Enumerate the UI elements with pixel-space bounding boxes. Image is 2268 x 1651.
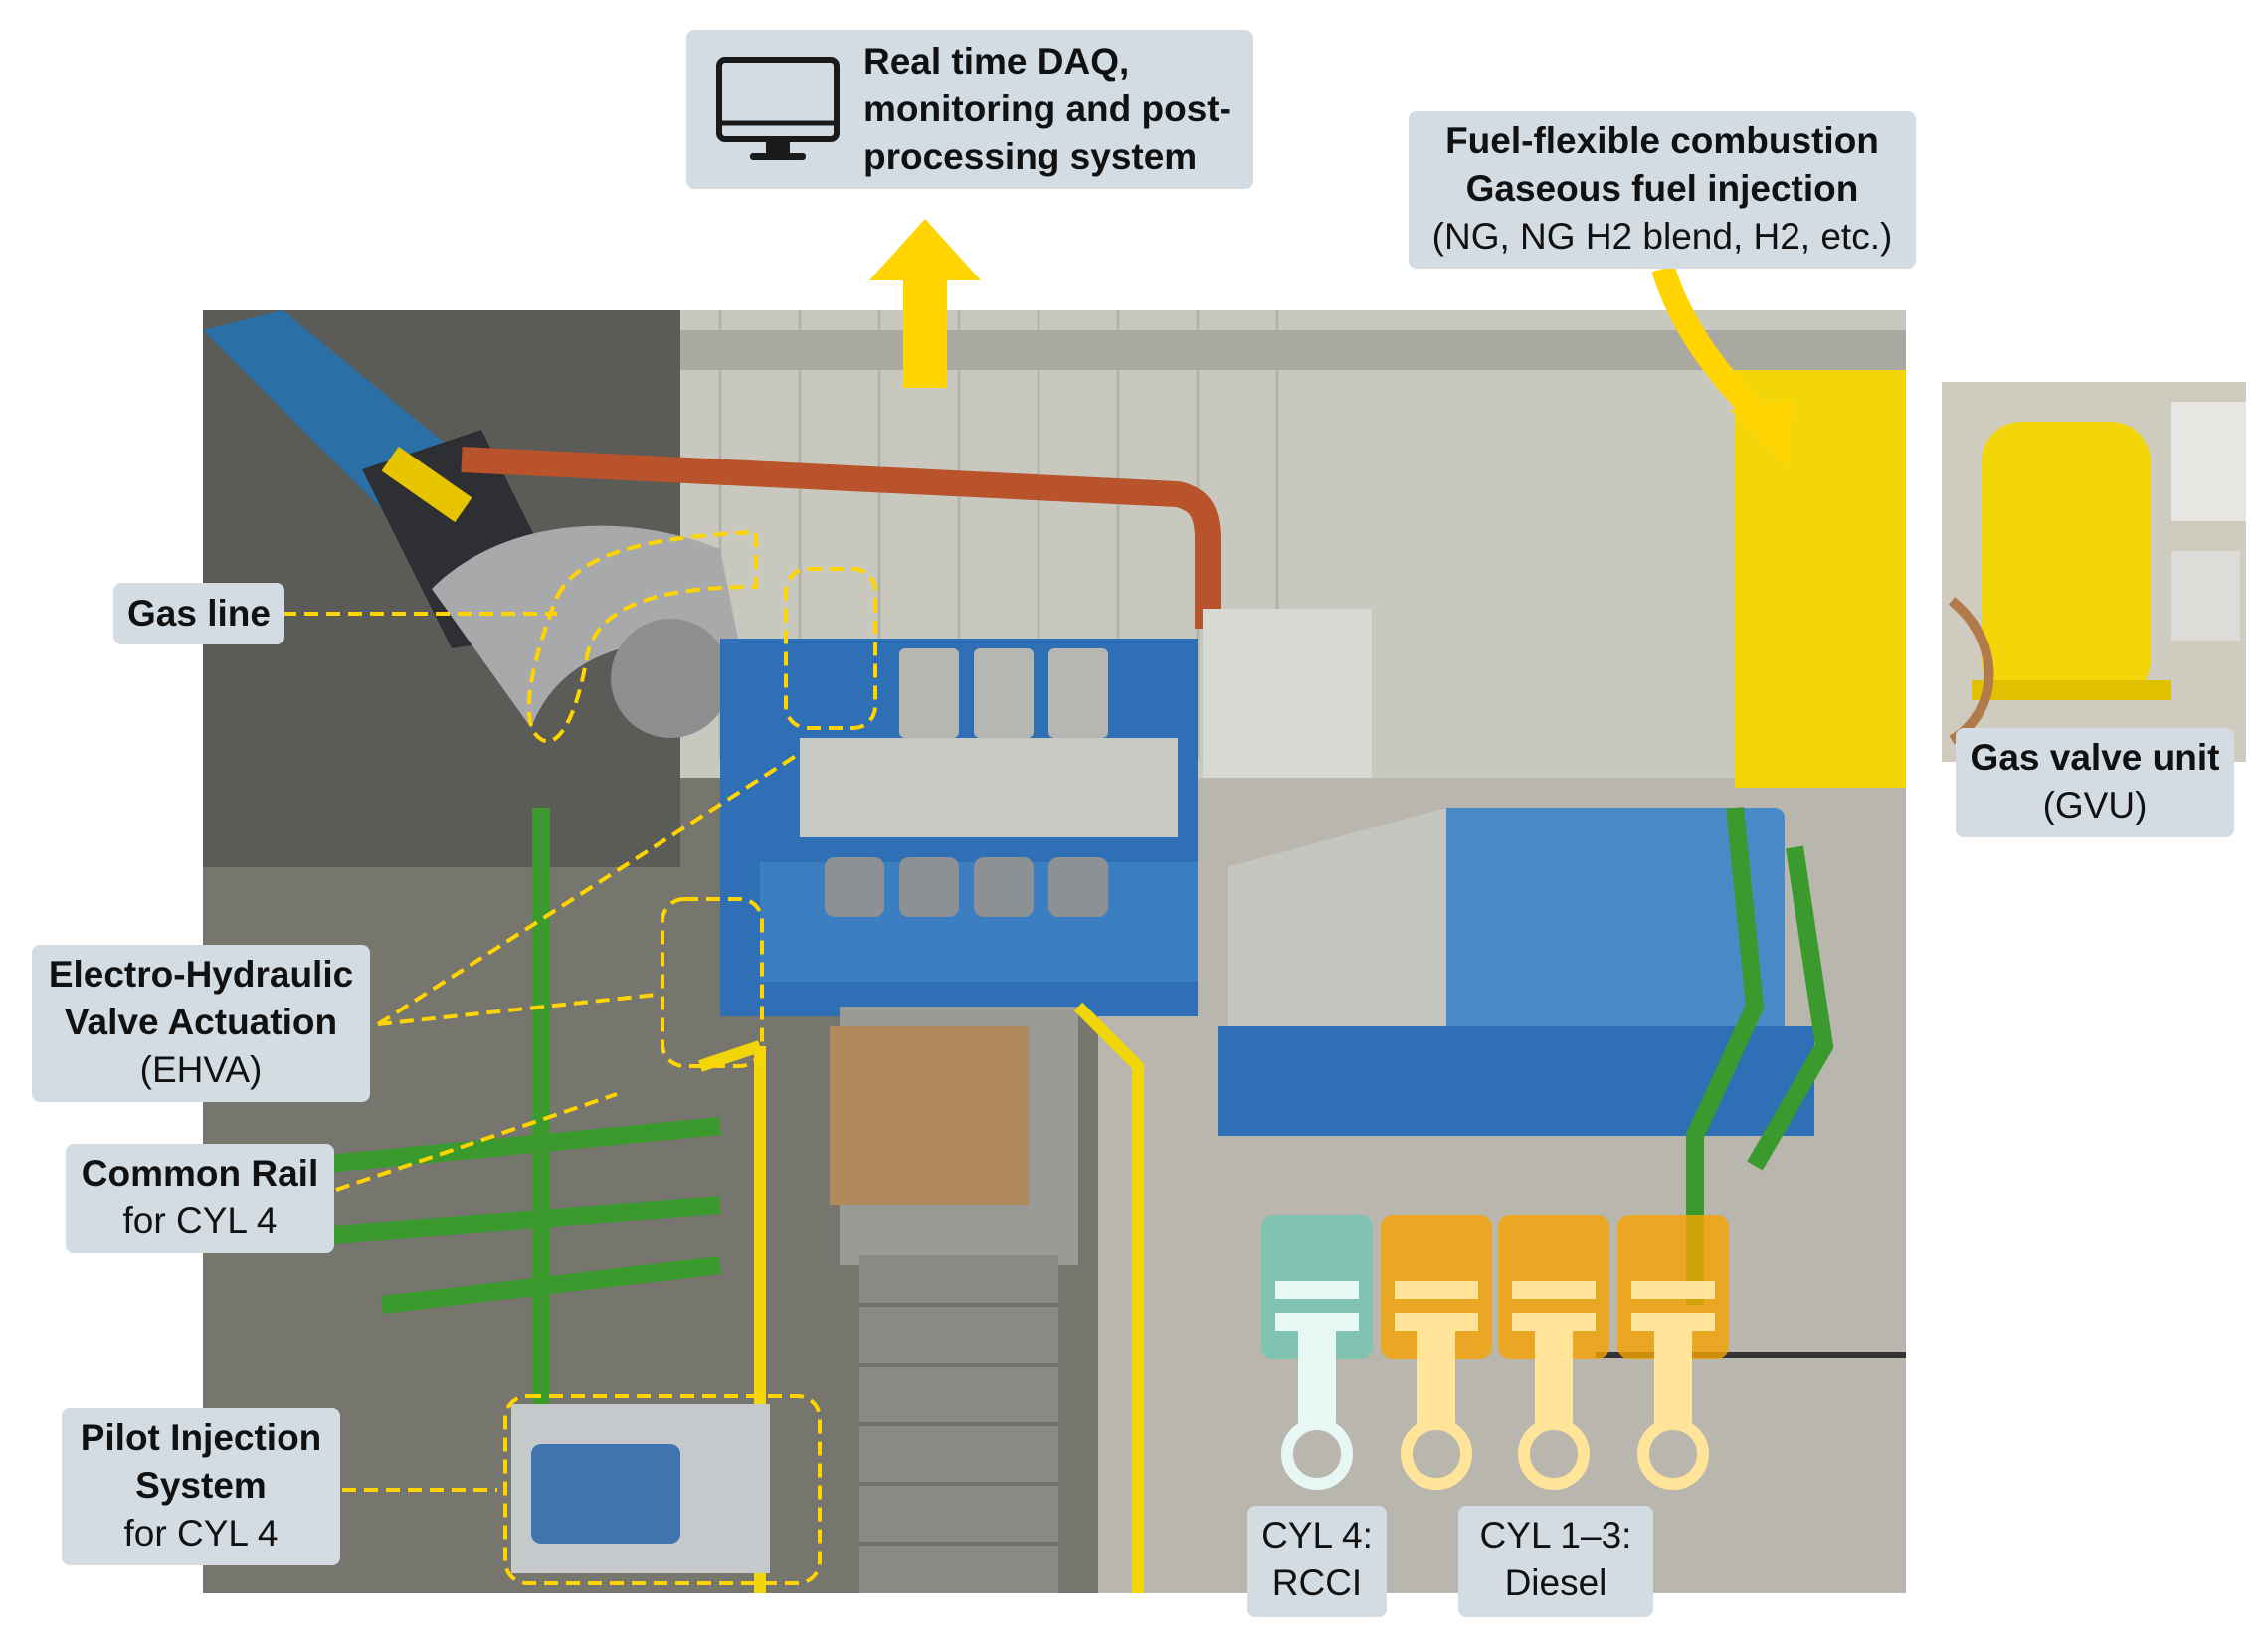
daq-text-line1: Real time DAQ,: [863, 41, 1130, 82]
gvu-abbrev: (GVU): [2042, 785, 2148, 826]
gas-valve-unit-illustration: [1942, 382, 2246, 762]
piston-cyl4: [1261, 1215, 1373, 1490]
fuel-arrow-head: [1731, 400, 1793, 467]
ehva-outline: [661, 897, 764, 1068]
fuel-flexible-label: Fuel-flexible combustion Gaseous fuel in…: [1409, 111, 1916, 269]
cyl13-line2: Diesel: [1504, 1562, 1607, 1603]
common-rail-leader: [335, 1092, 618, 1192]
ehva-title-1: Electro-Hydraulic: [48, 954, 354, 995]
cyl4-line2: RCCI: [1271, 1562, 1363, 1603]
gas-valve-unit-photo: [1942, 382, 2246, 762]
pilot-injection-title-1: Pilot Injection: [80, 1417, 322, 1458]
pilot-injection-label: Pilot Injection System for CYL 4: [62, 1408, 340, 1565]
common-rail-label: Common Rail for CYL 4: [66, 1144, 334, 1253]
gvu-title: Gas valve unit: [1970, 737, 2220, 778]
pilot-injection-outline: [503, 1394, 822, 1585]
daq-text-line2: monitoring and post-: [863, 89, 1231, 129]
piston-cyl3: [1617, 1215, 1729, 1490]
ehva-abbrev: (EHVA): [139, 1049, 263, 1090]
pilot-injection-sub: for CYL 4: [123, 1513, 279, 1554]
ehva-leader-2: [376, 754, 798, 1026]
gaseous-injection-title: Gaseous fuel injection: [1465, 168, 1859, 209]
piston-cyl1: [1381, 1215, 1492, 1490]
ehva-label: Electro-Hydraulic Valve Actuation (EHVA): [32, 945, 370, 1102]
gas-injector-outline: [784, 567, 877, 730]
daq-label: Real time DAQ, monitoring and post- proc…: [686, 30, 1253, 189]
monitor-icon: [716, 57, 840, 160]
gvu-label: Gas valve unit (GVU): [1956, 728, 2234, 837]
gas-line-outline: [526, 529, 758, 744]
cyl13-line1: CYL 1–3:: [1479, 1515, 1632, 1556]
cyl4-label: CYL 4: RCCI: [1247, 1506, 1387, 1617]
ehva-leader: [377, 993, 658, 1026]
dashed-annotations: [283, 529, 877, 1585]
common-rail-sub: for CYL 4: [122, 1200, 278, 1241]
ehva-title-2: Valve Actuation: [64, 1002, 338, 1042]
fuel-arrow: [1651, 265, 1770, 427]
gas-line-label: Gas line: [113, 583, 284, 644]
piston-cyl2: [1498, 1215, 1609, 1490]
fuel-flexible-title: Fuel-flexible combustion: [1445, 120, 1879, 161]
fuel-types-text: (NG, NG H2 blend, H2, etc.): [1431, 216, 1893, 257]
cyl13-label: CYL 1–3: Diesel: [1458, 1506, 1653, 1617]
daq-arrow: [869, 219, 981, 388]
gas-line-title: Gas line: [127, 593, 271, 634]
cyl4-line1: CYL 4:: [1261, 1515, 1373, 1556]
pilot-injection-title-2: System: [135, 1465, 267, 1506]
daq-text-line3: processing system: [863, 136, 1198, 177]
common-rail-title: Common Rail: [81, 1153, 319, 1193]
